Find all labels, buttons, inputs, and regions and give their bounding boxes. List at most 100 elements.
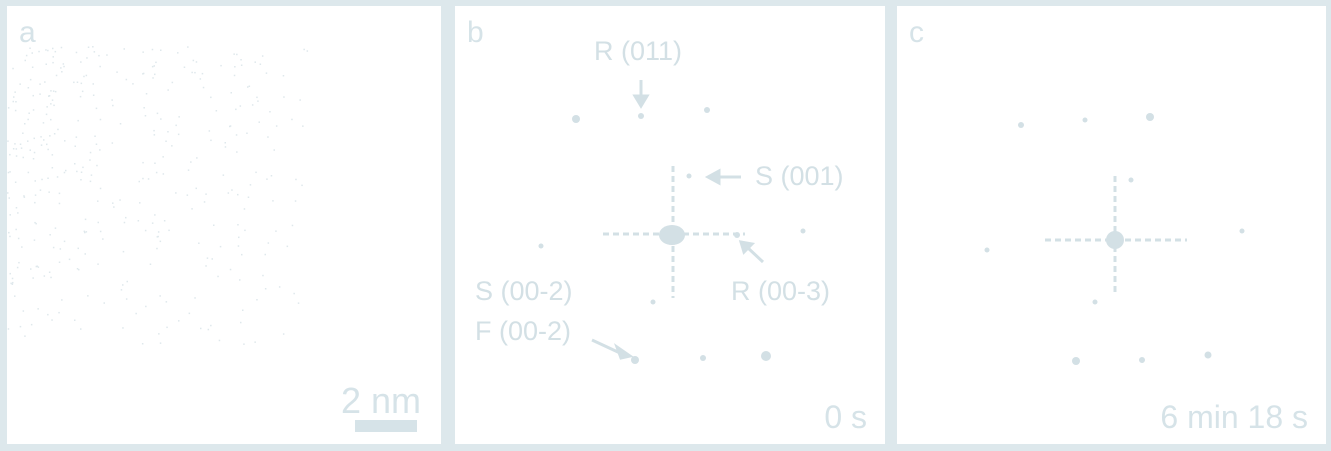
speckle bbox=[266, 178, 268, 180]
speckle bbox=[153, 65, 155, 67]
speckle bbox=[207, 328, 210, 331]
panel-b-label: b bbox=[467, 16, 484, 49]
speckle bbox=[27, 171, 30, 174]
speckle bbox=[50, 276, 52, 279]
speckle bbox=[272, 200, 274, 202]
speckle bbox=[261, 55, 264, 57]
speckle bbox=[194, 297, 196, 299]
speckle bbox=[12, 100, 14, 103]
speckle bbox=[142, 72, 145, 75]
speckle bbox=[89, 159, 91, 161]
speckle bbox=[229, 125, 232, 127]
speckle bbox=[153, 129, 155, 132]
speckle bbox=[125, 298, 128, 300]
arrow-r011-head bbox=[632, 94, 650, 109]
speckle bbox=[80, 179, 82, 181]
speckle bbox=[190, 161, 192, 163]
speckle bbox=[35, 265, 38, 268]
speckle bbox=[47, 313, 49, 316]
speckle bbox=[44, 81, 46, 83]
speckle bbox=[9, 153, 11, 156]
speckle bbox=[63, 65, 65, 68]
speckle bbox=[247, 86, 249, 88]
speckle bbox=[24, 335, 26, 337]
speckle bbox=[50, 103, 52, 105]
speckle bbox=[90, 174, 93, 176]
speckle bbox=[51, 154, 54, 156]
speckle bbox=[302, 125, 304, 127]
speckle bbox=[237, 224, 239, 226]
speckle bbox=[171, 145, 173, 147]
speckle bbox=[52, 90, 55, 92]
speckle bbox=[233, 74, 236, 77]
speckle bbox=[61, 71, 63, 73]
spot bbox=[1128, 177, 1134, 183]
speckle bbox=[151, 65, 154, 68]
spot bbox=[1072, 357, 1080, 365]
panel-c-time: 6 min 18 s bbox=[1160, 399, 1308, 435]
arrow-r003 bbox=[746, 246, 765, 264]
speckle bbox=[80, 171, 83, 173]
speckle bbox=[275, 230, 277, 232]
speckle bbox=[32, 277, 34, 279]
speckle bbox=[139, 202, 141, 204]
speckle bbox=[14, 143, 16, 145]
speckle bbox=[240, 59, 242, 61]
speckle bbox=[56, 176, 59, 178]
speckle bbox=[141, 343, 144, 345]
speckle bbox=[206, 257, 209, 259]
speckle bbox=[23, 196, 26, 198]
speckle bbox=[33, 151, 36, 154]
speckle bbox=[132, 83, 134, 85]
arrow-s001-head bbox=[704, 168, 721, 186]
speckle bbox=[74, 145, 76, 147]
speckle bbox=[195, 61, 198, 63]
speckle bbox=[162, 156, 164, 158]
speckle bbox=[175, 192, 177, 194]
speckle bbox=[219, 245, 222, 248]
speckle bbox=[85, 74, 88, 77]
speckle bbox=[89, 180, 92, 183]
panel-a-texture bbox=[7, 46, 309, 345]
speckle bbox=[45, 63, 47, 65]
speckle bbox=[102, 238, 104, 240]
speckle bbox=[32, 158, 35, 160]
speckle bbox=[119, 123, 122, 125]
speckle bbox=[51, 99, 54, 101]
speckle bbox=[52, 61, 54, 64]
speckle bbox=[166, 326, 168, 329]
speckle bbox=[155, 171, 158, 174]
speckle bbox=[85, 231, 88, 233]
speckle bbox=[34, 201, 36, 204]
speckle bbox=[83, 75, 85, 78]
speckle bbox=[152, 77, 154, 79]
speckle bbox=[58, 192, 61, 195]
speckle bbox=[187, 169, 190, 171]
spot bbox=[1139, 357, 1145, 363]
speckle bbox=[9, 171, 11, 173]
speckle bbox=[175, 124, 177, 127]
speckle bbox=[233, 53, 235, 55]
speckle bbox=[273, 149, 275, 151]
speckle bbox=[229, 125, 231, 128]
speckle bbox=[97, 263, 99, 265]
speckle bbox=[74, 163, 76, 165]
speckle bbox=[15, 148, 18, 150]
speckle bbox=[151, 222, 154, 224]
speckle bbox=[78, 268, 80, 271]
spot bbox=[638, 113, 644, 119]
speckle bbox=[8, 197, 10, 199]
speckle bbox=[48, 191, 50, 193]
speckle bbox=[41, 178, 43, 181]
speckle bbox=[49, 135, 51, 137]
speckle bbox=[142, 51, 144, 53]
speckle bbox=[53, 133, 56, 135]
speckle bbox=[99, 118, 102, 121]
speckle bbox=[7, 140, 9, 142]
speckle bbox=[111, 142, 114, 144]
speckle bbox=[267, 242, 270, 244]
speckle bbox=[89, 151, 92, 154]
speckle bbox=[84, 231, 86, 234]
speckle bbox=[60, 46, 63, 49]
speckle bbox=[210, 139, 212, 142]
